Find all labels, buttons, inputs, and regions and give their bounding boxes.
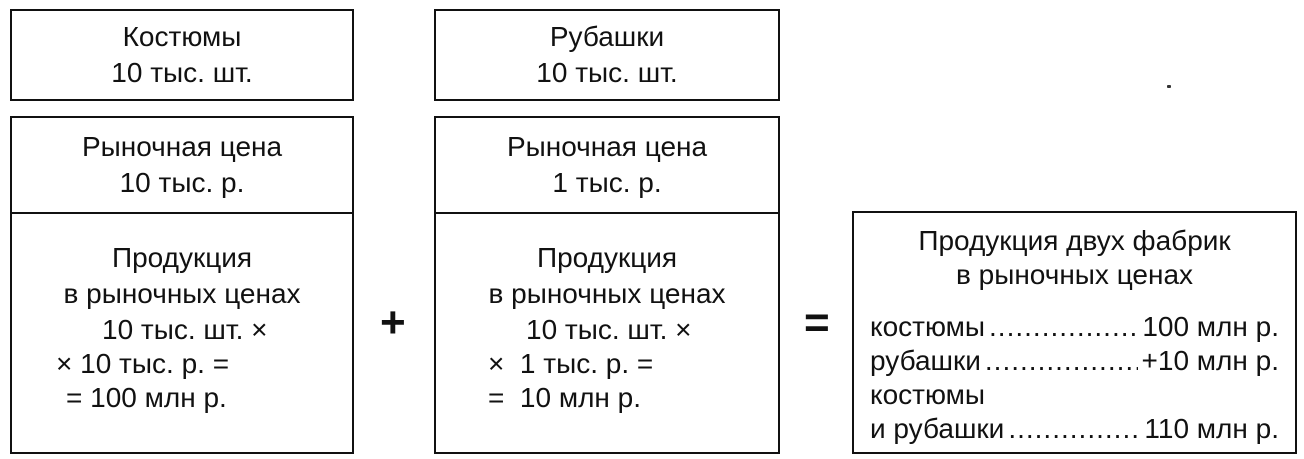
total-row-label: костюмы <box>870 311 986 342</box>
total-box: Продукция двух фабрик в рыночных ценах к… <box>852 211 1297 454</box>
total-title-line-2: в рыночных ценах <box>955 259 1194 290</box>
total-title-line-1: Продукция двух фабрик <box>918 225 1231 256</box>
leader-dots: ........................................… <box>989 311 1139 342</box>
suits-output-line-4: × 10 тыс. р. = <box>56 348 230 379</box>
suits-price-value: 10 тыс. р. <box>119 167 245 198</box>
total-row-value: 110 млн р. <box>1144 413 1279 444</box>
shirts-label: Рубашки <box>549 21 665 52</box>
total-row-value: +10 млн р. <box>1141 345 1279 376</box>
suits-output-line-1: Продукция <box>111 242 253 273</box>
suits-output-line-3: 10 тыс. шт. × <box>102 314 268 345</box>
suits-detail-box: Рыночная цена 10 тыс. р. Продукция в рын… <box>10 116 354 454</box>
shirts-divider <box>436 212 778 214</box>
shirts-output-line-5: = 10 млн р. <box>488 382 642 413</box>
leader-dots: ........................................… <box>1008 413 1141 444</box>
shirts-output-line-3: 10 тыс. шт. × <box>526 314 692 345</box>
total-row-combined-label: костюмы <box>870 377 1279 413</box>
suits-label: Костюмы <box>122 21 242 52</box>
shirts-output-line-4: × 1 тыс. р. = <box>488 348 654 379</box>
total-row-label: костюмы <box>870 379 986 410</box>
shirts-output-line-1: Продукция <box>536 242 678 273</box>
shirts-output-line-2: в рыночных ценах <box>488 278 726 309</box>
shirts-quantity: 10 тыс. шт. <box>536 57 678 88</box>
suits-divider <box>12 212 352 214</box>
shirts-header-box: Рубашки 10 тыс. шт. <box>434 9 780 101</box>
total-row-shirts: рубашки ................................… <box>870 343 1279 379</box>
suits-header-box: Костюмы 10 тыс. шт. <box>10 9 354 101</box>
shirts-price-value: 1 тыс. р. <box>552 167 662 198</box>
suits-quantity: 10 тыс. шт. <box>111 57 253 88</box>
suits-price-label: Рыночная цена <box>81 131 283 162</box>
total-row-combined: и рубашки ..............................… <box>870 411 1279 447</box>
leader-dots: ........................................… <box>984 345 1138 376</box>
total-row-value: 100 млн р. <box>1142 311 1279 342</box>
shirts-price-label: Рыночная цена <box>506 131 708 162</box>
scan-speck <box>1167 85 1171 88</box>
shirts-detail-box: Рыночная цена 1 тыс. р. Продукция в рыно… <box>434 116 780 454</box>
suits-output-line-2: в рыночных ценах <box>63 278 301 309</box>
total-row-label: и рубашки <box>870 413 1005 444</box>
plus-operator: + <box>380 298 406 347</box>
equals-operator: = <box>804 298 830 347</box>
total-row-suits: костюмы ................................… <box>870 309 1279 345</box>
total-row-label: рубашки <box>870 345 981 376</box>
suits-output-line-5: = 100 млн р. <box>66 382 227 413</box>
